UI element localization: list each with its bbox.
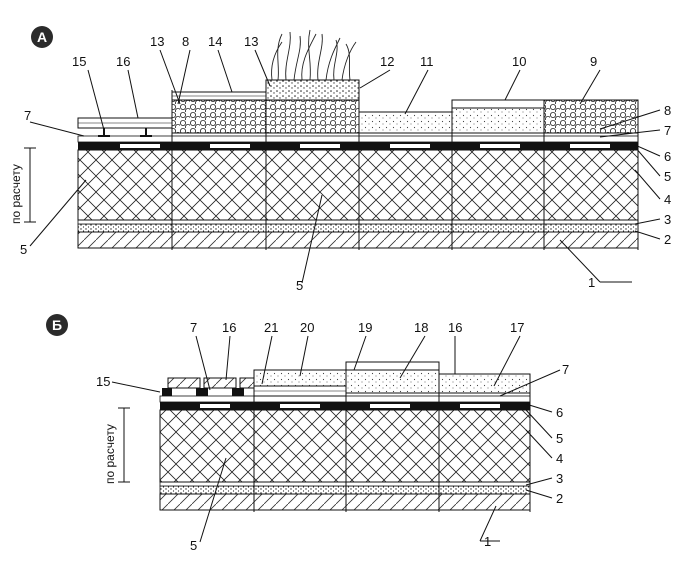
callout-14: 14 xyxy=(208,34,222,49)
insulation-b xyxy=(159,409,531,483)
membrane-a xyxy=(78,142,638,150)
leveling-layer-a xyxy=(77,223,639,233)
callout-7: 7 xyxy=(664,123,671,138)
callout-19-b: 19 xyxy=(358,320,372,335)
dimension-a xyxy=(24,147,36,223)
separating-layer-a xyxy=(77,135,639,143)
callout-13: 13 xyxy=(150,34,164,49)
paver-zone-b xyxy=(345,361,440,512)
grass-icon xyxy=(271,29,357,81)
callout-4: 4 xyxy=(664,192,671,207)
callout-17-b: 17 xyxy=(510,320,524,335)
callout-5-b: 5 xyxy=(556,431,563,446)
callout-8: 8 xyxy=(664,103,671,118)
membrane-gaps-a xyxy=(120,144,610,148)
callout-11: 11 xyxy=(420,54,434,69)
callout-10: 10 xyxy=(512,54,526,69)
callout-15-b: 15 xyxy=(96,374,110,389)
callout-8b: 8 xyxy=(182,34,189,49)
callout-18-b: 18 xyxy=(414,320,428,335)
callout-12: 12 xyxy=(380,54,394,69)
callout-7-b: 7 xyxy=(190,320,197,335)
section-b-side-label: по расчету xyxy=(103,424,117,484)
callout-13b: 13 xyxy=(244,34,258,49)
callout-6: 6 xyxy=(664,149,671,164)
callout-6-b: 6 xyxy=(556,405,563,420)
vapour-barrier-b xyxy=(159,481,531,487)
callout-1: 1 xyxy=(588,275,595,290)
callout-5: 5 xyxy=(664,169,671,184)
section-a-side-label: по расчету xyxy=(9,164,23,224)
base-slab-a xyxy=(77,231,639,249)
callout-9: 9 xyxy=(590,54,597,69)
separating-layer-b xyxy=(159,395,531,403)
membrane-b xyxy=(160,402,530,410)
callout-2-b: 2 xyxy=(556,491,563,506)
callout-16-b: 16 xyxy=(222,320,236,335)
dimension-b xyxy=(118,407,130,483)
sand-surface-zone-b xyxy=(438,373,531,512)
callout-3-b: 3 xyxy=(556,471,563,486)
callout-1-b: 1 xyxy=(484,534,491,549)
callout-21-b: 21 xyxy=(264,320,278,335)
green-roof-zone-a xyxy=(265,29,360,250)
section-a-badge xyxy=(31,26,53,48)
gravel-paver-zone-a xyxy=(171,80,267,250)
paver-zone-a xyxy=(451,99,545,250)
callout-3: 3 xyxy=(664,212,671,227)
insulation-a xyxy=(77,149,639,221)
base-slab-b xyxy=(159,493,531,511)
callout-5c: 5 xyxy=(296,278,303,293)
callout-4-b: 4 xyxy=(556,451,563,466)
membrane-gaps-b xyxy=(200,404,500,408)
section-a-badge-label: А xyxy=(37,29,47,45)
callout-5b-b: 5 xyxy=(190,538,197,553)
vapour-barrier-a xyxy=(77,219,639,225)
callout-16b-b: 16 xyxy=(448,320,462,335)
section-b: Б xyxy=(46,314,569,553)
callout-16: 16 xyxy=(116,54,130,69)
leader-lines-a xyxy=(29,49,661,284)
callout-7b-b: 7 xyxy=(562,362,569,377)
gravel-ballast-zone-a xyxy=(543,99,639,250)
callout-5b: 5 xyxy=(20,242,27,257)
callout-20-b: 20 xyxy=(300,320,314,335)
section-a: А xyxy=(9,26,671,293)
section-b-badge-label: Б xyxy=(52,317,62,333)
leader-lines-b xyxy=(111,335,561,543)
callout-15: 15 xyxy=(72,54,86,69)
section-b-badge xyxy=(46,314,68,336)
callout-7b: 7 xyxy=(24,108,31,123)
callout-2: 2 xyxy=(664,232,671,247)
